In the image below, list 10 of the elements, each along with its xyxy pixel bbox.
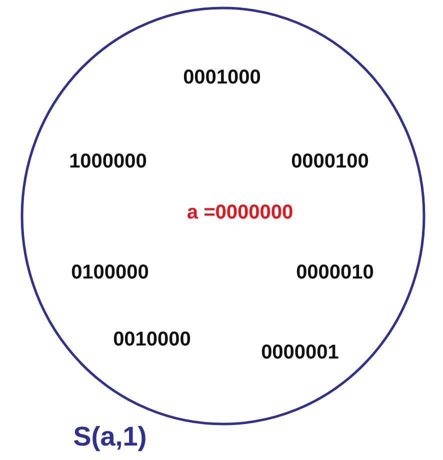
center-codeword: a =0000000 [186,202,294,224]
codeword-text: 0010000 [113,328,191,352]
set-label: S(a,1) [73,422,147,452]
codeword-text: 0000001 [261,342,339,364]
codeword-text: 0000010 [296,262,374,284]
codeword-text: 0001000 [183,66,261,90]
set-circle [20,6,426,426]
codeword-text: 1000000 [69,150,147,174]
codeword-text: 0000100 [291,150,369,174]
codeword-text: 0100000 [71,262,149,284]
